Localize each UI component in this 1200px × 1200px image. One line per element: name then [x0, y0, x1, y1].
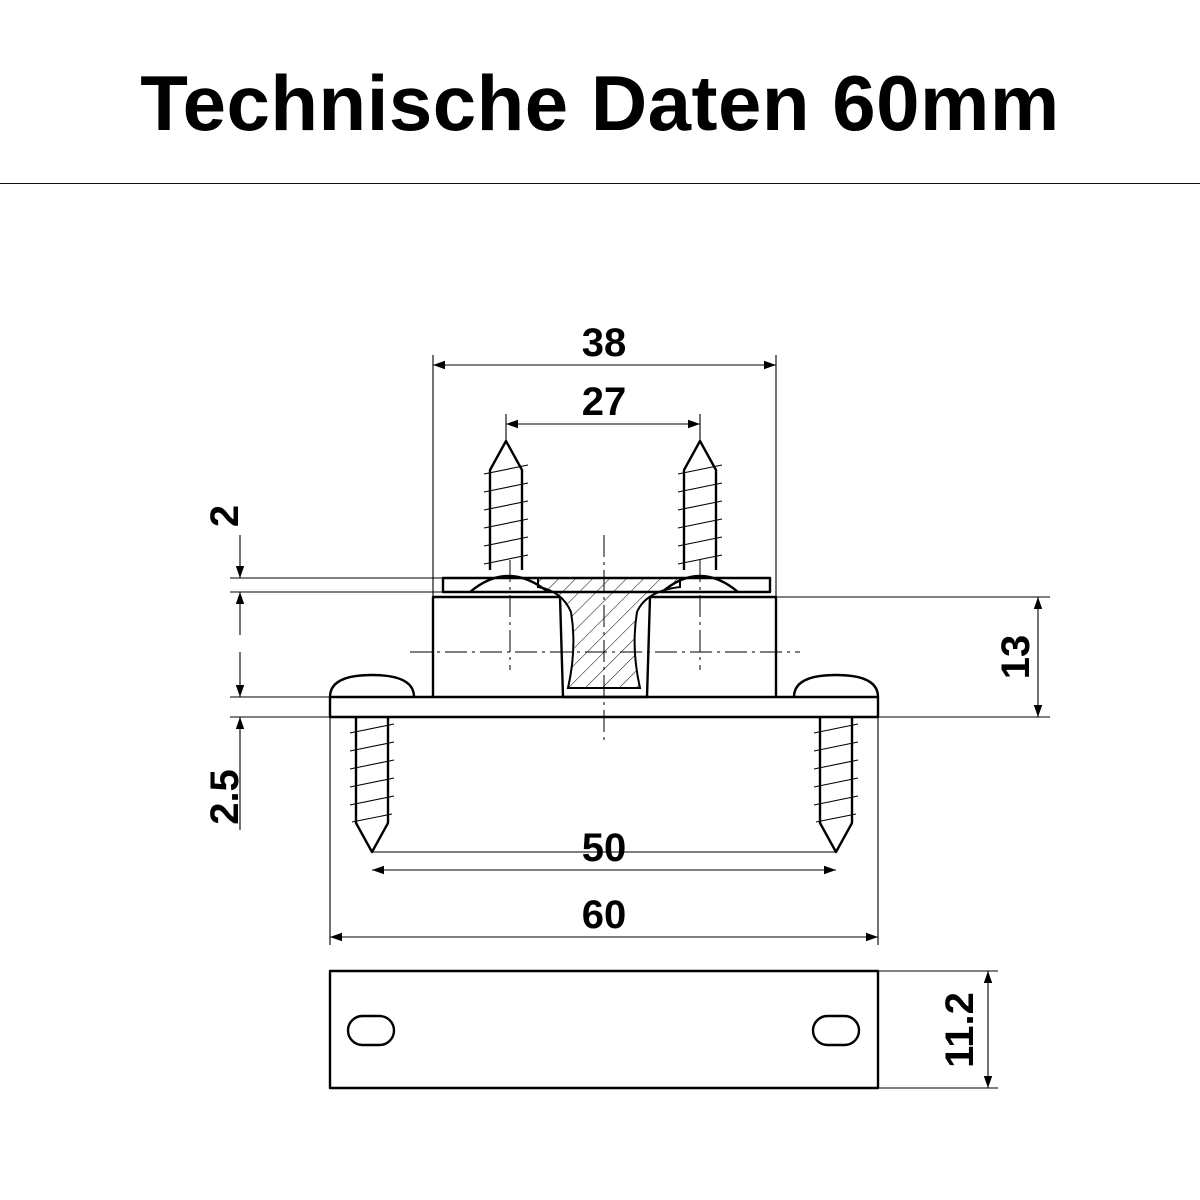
dimension-base-length: 60 — [329, 717, 879, 945]
center-lines — [410, 535, 800, 745]
slot-hole-left — [346, 1014, 396, 1047]
dimension-label-60: 60 — [582, 893, 627, 937]
dimension-hole-spacing-top: 27 — [505, 380, 701, 441]
base-plate-top-view — [328, 969, 880, 1090]
dimension-base-thickness: 2.5 — [203, 652, 330, 830]
dimension-label-27: 27 — [582, 380, 627, 424]
dimension-label-50: 50 — [582, 826, 627, 870]
dimension-hole-spacing-base: 50 — [372, 826, 836, 875]
dimension-label-13: 13 — [994, 635, 1038, 680]
dimension-base-width: 11.2 — [878, 970, 998, 1089]
title-divider — [0, 183, 1200, 184]
page-title: Technische Daten 60mm — [140, 59, 1060, 147]
latch-body — [431, 595, 778, 699]
dimension-label-11-2: 11.2 — [938, 992, 982, 1068]
dimension-total-height: 13 — [776, 596, 1050, 718]
slot-hole-right — [811, 1014, 861, 1047]
dimension-label-2-5: 2.5 — [203, 769, 247, 825]
hatched-section — [537, 577, 681, 689]
dimension-label-2: 2 — [203, 505, 247, 527]
screw-top-left — [469, 439, 549, 593]
dimension-label-38: 38 — [582, 321, 627, 365]
dimension-top-plate-thickness: 2 — [203, 505, 443, 635]
dimension-top-width: 38 — [432, 321, 777, 597]
screw-bottom-right — [792, 673, 880, 854]
screw-bottom-left — [328, 673, 416, 854]
